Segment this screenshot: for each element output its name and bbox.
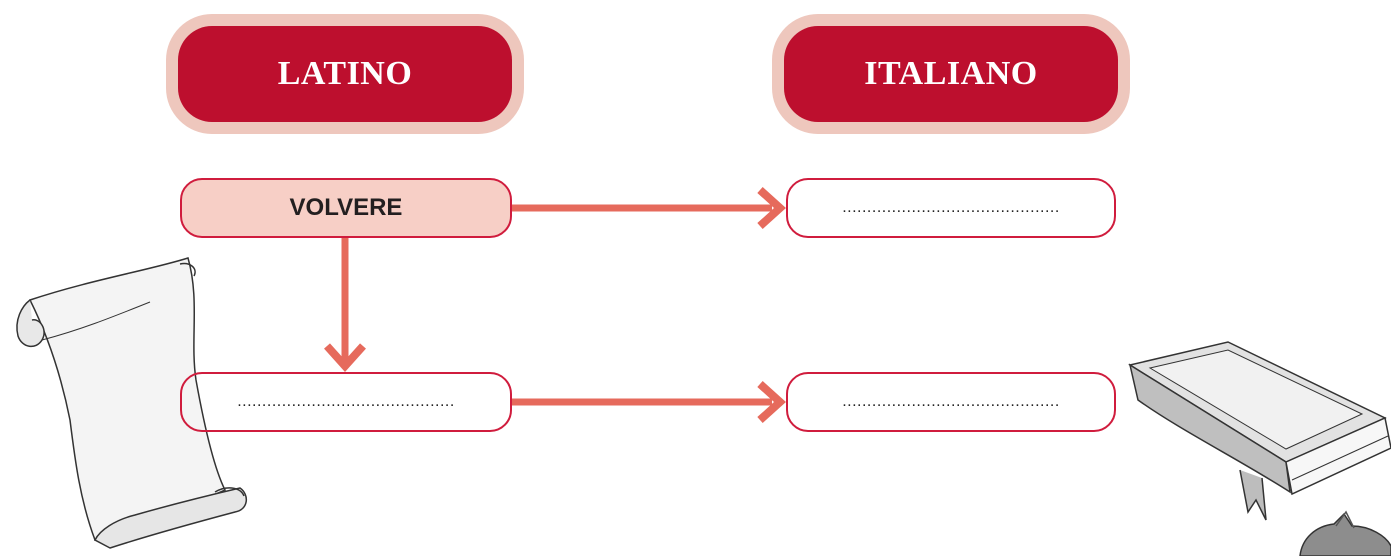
arrow-latin-to-italian-top — [510, 187, 786, 229]
latin-word: VOLVERE — [289, 194, 403, 221]
header-latino: LATINO — [178, 26, 512, 122]
latin-answer-blank[interactable]: ........................................… — [237, 393, 455, 410]
book-illustration — [1128, 341, 1391, 521]
latin-answer-box[interactable]: ........................................… — [180, 372, 512, 432]
italian-answer-box-2[interactable]: ........................................… — [786, 372, 1116, 432]
cat-illustration — [1299, 510, 1391, 556]
latin-word-box: VOLVERE — [180, 178, 512, 238]
italian-answer-box-1[interactable]: ........................................… — [786, 178, 1116, 238]
scroll-illustration — [16, 257, 247, 549]
italian-answer-blank-2[interactable]: ........................................… — [842, 393, 1060, 410]
arrow-latin-to-italian-bottom — [510, 381, 786, 423]
italian-answer-blank-1[interactable]: ........................................… — [842, 199, 1060, 216]
header-italiano: ITALIANO — [784, 26, 1118, 122]
arrow-latin-down — [324, 236, 366, 372]
